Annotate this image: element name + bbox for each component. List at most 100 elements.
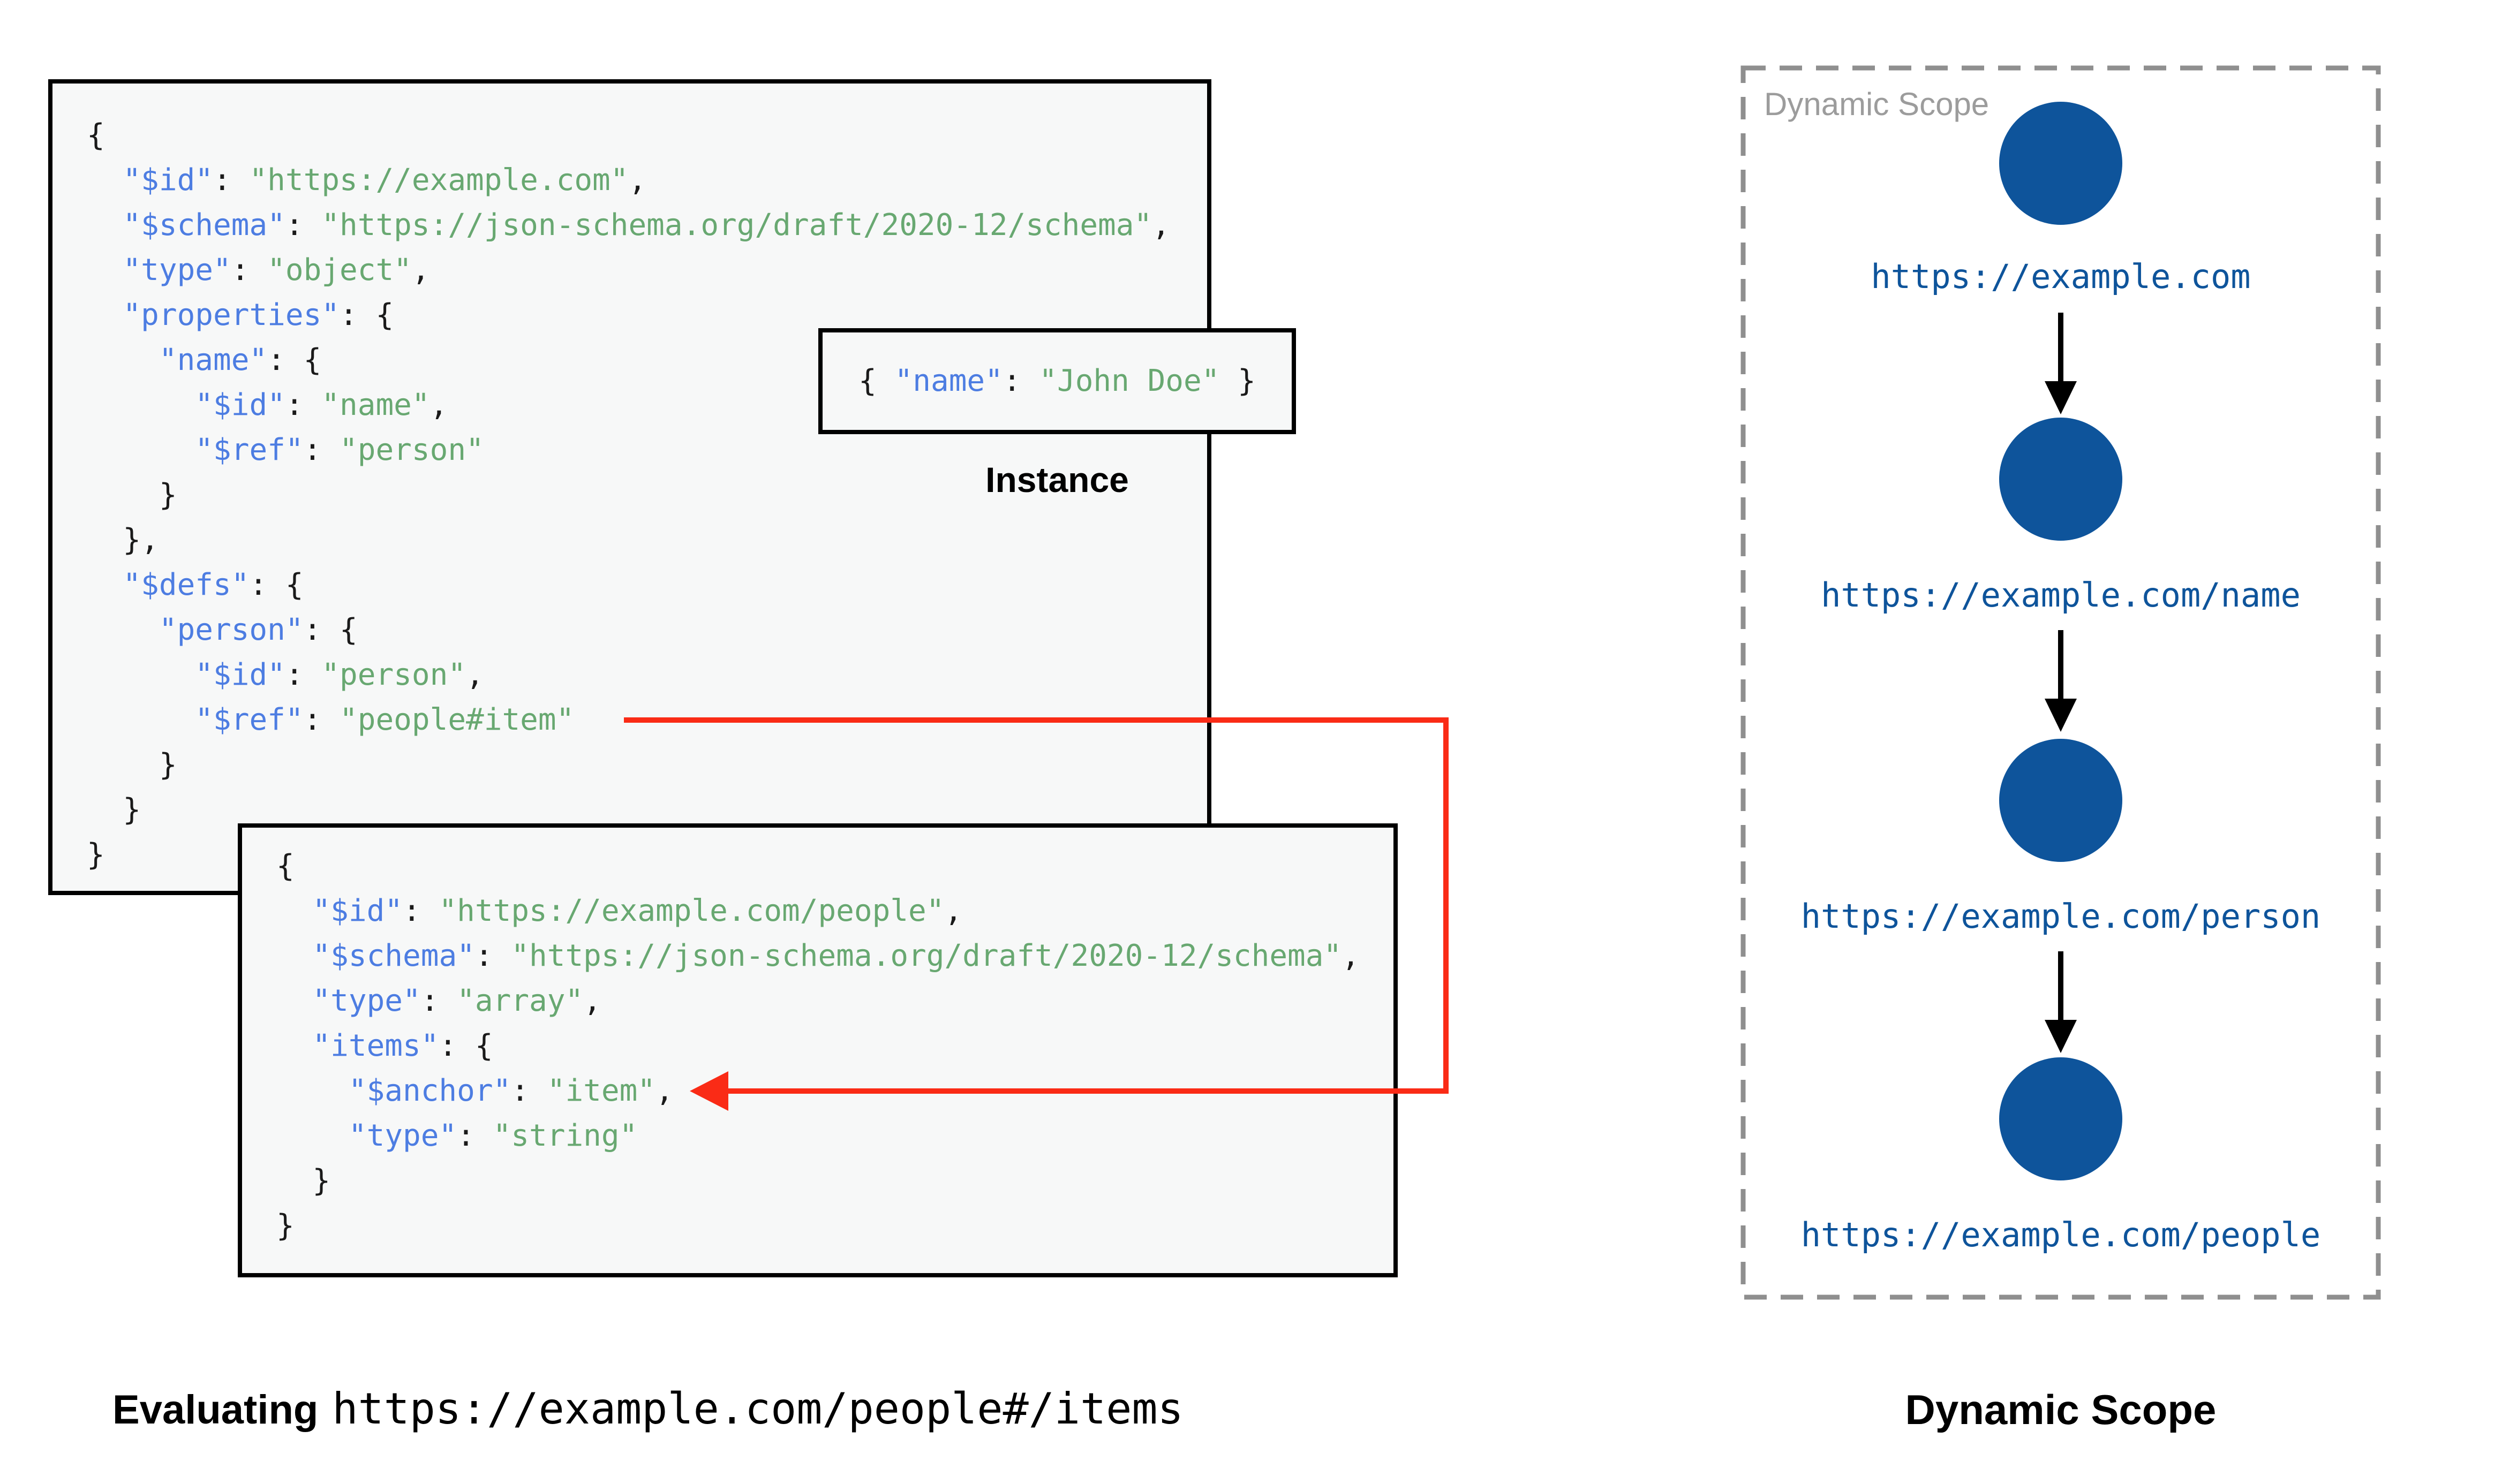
json-punct bbox=[276, 1118, 349, 1153]
json-punct: : { bbox=[249, 567, 304, 602]
json-punct: , bbox=[944, 894, 963, 928]
json-punct: , bbox=[1152, 208, 1170, 243]
json-punct bbox=[87, 612, 159, 647]
evaluating-caption-prefix: Evaluating bbox=[112, 1387, 319, 1433]
json-key: "$anchor" bbox=[348, 1073, 511, 1108]
code-line: } bbox=[276, 1159, 1393, 1203]
code-line: { bbox=[87, 113, 1207, 158]
schema-people-box: { "$id": "https://example.com/people", "… bbox=[238, 823, 1398, 1277]
code-line: "items": { bbox=[276, 1024, 1393, 1069]
json-punct: } bbox=[1219, 364, 1256, 398]
scope-node-url: https://example.com/name bbox=[1821, 576, 2301, 615]
json-punct: : bbox=[420, 983, 457, 1018]
json-punct: { bbox=[276, 849, 295, 883]
json-string: "person" bbox=[340, 433, 484, 467]
schema-root-code: { "$id": "https://example.com", "$schema… bbox=[87, 113, 1207, 877]
json-punct bbox=[276, 894, 312, 928]
json-punct bbox=[87, 567, 123, 602]
json-key: "$id" bbox=[312, 894, 403, 928]
json-key: "type" bbox=[312, 983, 421, 1018]
code-line: "$ref": "people#item" bbox=[87, 698, 1207, 743]
json-string: "John Doe" bbox=[1039, 364, 1220, 398]
json-key: "name" bbox=[159, 343, 268, 377]
json-key: "items" bbox=[312, 1028, 439, 1063]
json-punct bbox=[87, 433, 195, 467]
dynamic-scope-caption: Dynamic Scope bbox=[1905, 1386, 2217, 1433]
json-key: "$ref" bbox=[195, 433, 304, 467]
json-punct bbox=[87, 343, 159, 377]
json-punct bbox=[276, 938, 312, 973]
json-key: "$schema" bbox=[123, 208, 285, 243]
json-punct: : bbox=[303, 433, 340, 467]
json-punct: } bbox=[87, 792, 141, 827]
json-punct: : { bbox=[303, 612, 358, 647]
code-line: { bbox=[276, 844, 1393, 889]
json-punct: { bbox=[87, 118, 105, 153]
json-string: "array" bbox=[457, 983, 584, 1018]
scope-node-circle bbox=[1999, 739, 2122, 862]
json-punct: , bbox=[583, 983, 601, 1018]
json-string: "people#item" bbox=[340, 702, 575, 737]
down-arrow-icon bbox=[2045, 630, 2077, 732]
code-line: "$ref": "person" bbox=[87, 428, 1207, 473]
code-line: "$id": "https://example.com/people", bbox=[276, 889, 1393, 934]
json-string: "https://example.com/people" bbox=[439, 894, 945, 928]
down-arrow-icon bbox=[2045, 951, 2077, 1053]
scope-node-url: https://example.com/people bbox=[1800, 1215, 2321, 1254]
json-punct bbox=[276, 983, 312, 1018]
json-key: "$schema" bbox=[312, 938, 475, 973]
code-line: "$id": "person", bbox=[87, 653, 1207, 698]
json-punct: , bbox=[655, 1073, 674, 1108]
code-line: } bbox=[87, 473, 1207, 518]
json-punct: : bbox=[403, 894, 439, 928]
json-punct: : bbox=[303, 702, 340, 737]
dashed-border-icon bbox=[1740, 65, 2381, 1300]
json-string: "https://example.com" bbox=[249, 163, 629, 198]
json-punct bbox=[87, 253, 123, 287]
json-punct: : { bbox=[267, 343, 322, 377]
down-arrow-icon bbox=[2045, 313, 2077, 414]
code-line: "type": "array", bbox=[276, 979, 1393, 1024]
json-punct bbox=[87, 702, 195, 737]
json-punct bbox=[87, 388, 195, 422]
json-punct bbox=[87, 163, 123, 198]
json-punct bbox=[87, 298, 123, 332]
code-line: } bbox=[87, 832, 1207, 877]
json-punct: : bbox=[474, 938, 511, 973]
json-punct: } bbox=[276, 1163, 331, 1198]
json-punct: , bbox=[466, 657, 484, 692]
code-line: "name": { bbox=[87, 338, 1207, 383]
json-punct bbox=[87, 657, 195, 692]
json-key: "$defs" bbox=[123, 567, 250, 602]
code-line: } bbox=[87, 743, 1207, 788]
json-key: "properties" bbox=[123, 298, 340, 332]
schema-people-code: { "$id": "https://example.com/people", "… bbox=[276, 844, 1393, 1248]
json-punct: } bbox=[87, 478, 177, 512]
evaluating-caption-uri: https://example.com/people#/items bbox=[332, 1384, 1184, 1434]
instance-label: Instance bbox=[985, 460, 1129, 499]
json-punct bbox=[276, 1028, 312, 1063]
json-key: "name" bbox=[894, 364, 1003, 398]
json-key: "type" bbox=[123, 253, 231, 287]
dynamic-scope-panel: Dynamic Scope https://example.com https:… bbox=[1740, 65, 2381, 1300]
code-line: "person": { bbox=[87, 608, 1207, 653]
scope-node-circle bbox=[1999, 102, 2122, 225]
json-key: "$id" bbox=[195, 388, 285, 422]
json-string: "https://json-schema.org/draft/2020-12/s… bbox=[321, 208, 1152, 243]
json-key: "$id" bbox=[195, 657, 285, 692]
json-string: "object" bbox=[267, 253, 412, 287]
json-punct: : bbox=[1003, 364, 1039, 398]
json-string: "name" bbox=[321, 388, 430, 422]
code-line: "$anchor": "item", bbox=[276, 1069, 1393, 1114]
json-punct bbox=[87, 208, 123, 243]
code-line: "properties": { bbox=[87, 293, 1207, 338]
json-punct: }, bbox=[87, 523, 159, 557]
json-punct: } bbox=[276, 1208, 295, 1243]
code-line: "type": "string" bbox=[276, 1114, 1393, 1159]
instance-code: { "name": "John Doe" } bbox=[858, 359, 1256, 404]
code-line: } bbox=[87, 788, 1207, 832]
code-line: "$id": "https://example.com", bbox=[87, 158, 1207, 203]
json-punct bbox=[276, 1073, 349, 1108]
scope-node-circle bbox=[1999, 418, 2122, 541]
json-punct: : bbox=[285, 208, 322, 243]
